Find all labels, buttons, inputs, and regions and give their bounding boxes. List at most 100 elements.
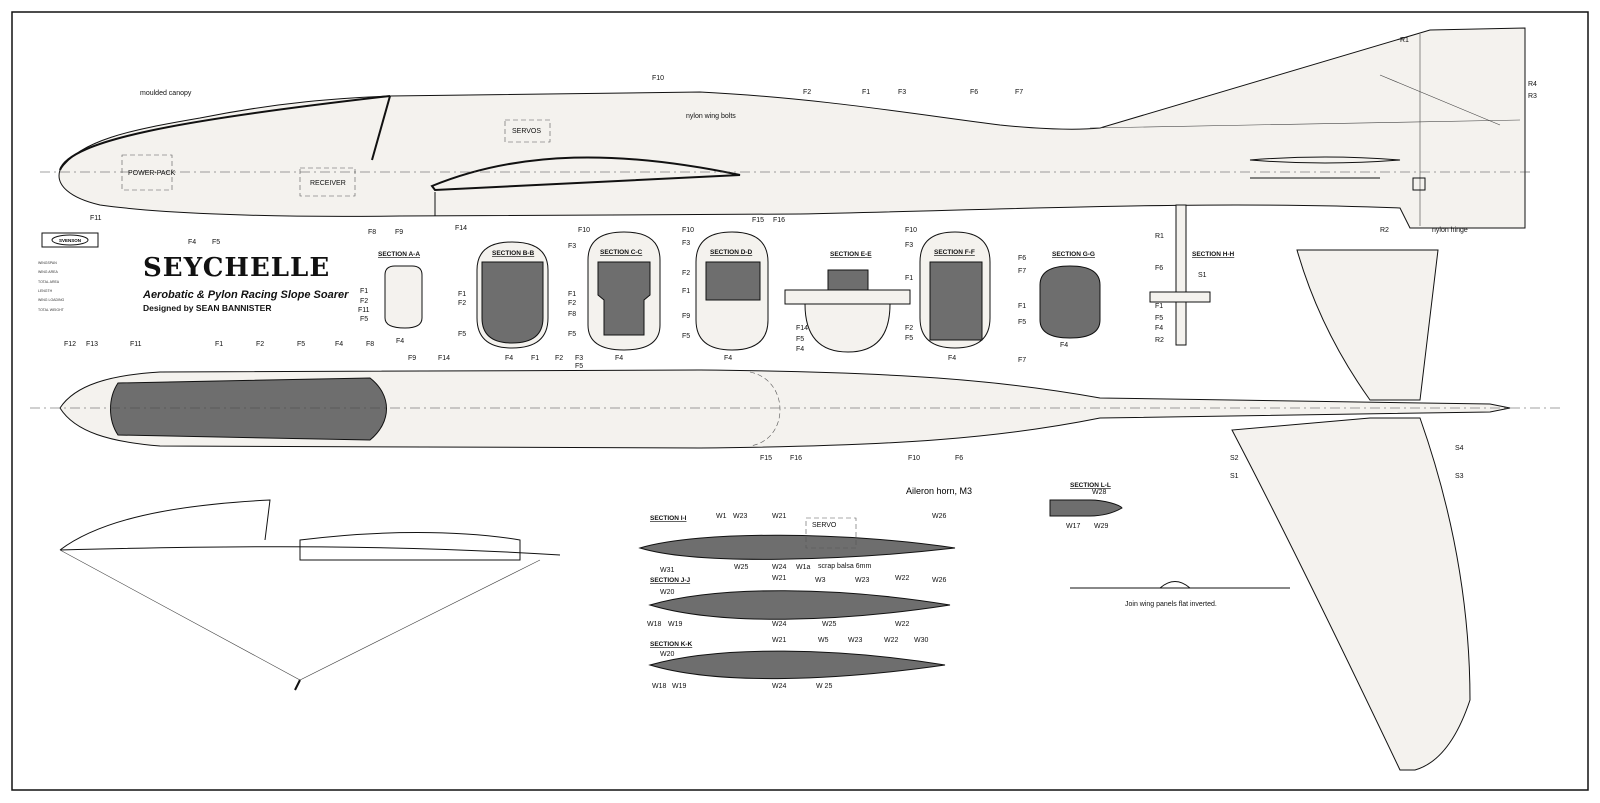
part-label: F5 — [905, 335, 913, 342]
part-label: F2 — [360, 298, 368, 305]
spec-label: WINGSPAN — [38, 261, 57, 265]
part-label: F2 — [256, 341, 264, 348]
part-label: F3 — [568, 243, 576, 250]
note-scrap-balsa: scrap balsa 6mm — [818, 563, 871, 570]
part-label: F1 — [531, 355, 539, 362]
part-label: W18 — [652, 683, 667, 690]
plan-subtitle: Aerobatic & Pylon Racing Slope Soarer — [142, 289, 349, 301]
part-label: W22 — [884, 637, 899, 644]
part-label: W21 — [772, 637, 787, 644]
part-label: F1 — [1018, 303, 1026, 310]
part-label: R2 — [1380, 227, 1389, 234]
fuselage-side-view: moulded canopy nylon wing bolts SERVOS P… — [40, 27, 1537, 246]
part-label: F11 — [130, 341, 142, 348]
note-receiver: RECEIVER — [310, 180, 346, 187]
section-part-labels: F1 F2 F11 F5 F4 F1 F2 F5 F4 F10 F3 F1 F2… — [358, 227, 1207, 362]
fuselage-top-view — [30, 369, 1560, 449]
part-label: F4 — [615, 355, 623, 362]
part-label: F6 — [955, 455, 963, 462]
part-label: W23 — [733, 513, 748, 520]
section-b-b: SECTION B-B — [476, 241, 549, 349]
part-label: W26 — [932, 513, 947, 520]
part-label: S1 — [1230, 473, 1239, 480]
part-label: W19 — [668, 621, 683, 628]
spec-label: TOTAL AREA — [38, 280, 60, 284]
title-block: SVENSON WINGSPAN WING AREA TOTAL AREA LE… — [38, 232, 349, 313]
part-label: F9 — [408, 355, 416, 362]
part-label: F2 — [803, 89, 811, 96]
part-label: W24 — [772, 564, 787, 571]
part-label: W26 — [932, 577, 947, 584]
part-label: F14 — [796, 325, 808, 332]
part-label: F4 — [1155, 325, 1163, 332]
wing-part-labels: W1 W23 W21 W26 W31 W25 W24 W1a W22 W20 W… — [647, 489, 1109, 690]
part-label: R2 — [1155, 337, 1164, 344]
part-label: W29 — [1094, 523, 1109, 530]
part-label: F11 — [358, 307, 370, 314]
part-label: F7 — [1015, 89, 1023, 96]
part-label: F1 — [905, 275, 913, 282]
part-label: F10 — [652, 75, 664, 82]
part-label: F1 — [682, 288, 690, 295]
part-label: F5 — [682, 333, 690, 340]
section-h-h: SECTION H-H — [1149, 204, 1235, 346]
section-title: SECTION K-K — [650, 641, 693, 648]
part-label: W 25 — [816, 683, 832, 690]
part-label: F5 — [575, 363, 583, 370]
part-label: F16 — [773, 217, 785, 224]
part-label: R1 — [1400, 37, 1409, 44]
part-label: F3 — [575, 355, 583, 362]
part-label: F8 — [368, 229, 376, 236]
section-f-f: SECTION F-F — [919, 231, 991, 349]
part-label: F7 — [1018, 357, 1026, 364]
part-label: W1a — [796, 564, 811, 571]
part-label: S3 — [1455, 473, 1464, 480]
part-label: F13 — [86, 341, 98, 348]
part-label: W24 — [772, 683, 787, 690]
part-label: W20 — [660, 589, 675, 596]
note-power-pack: POWER-PACK — [128, 170, 176, 177]
part-label: F1 — [862, 89, 870, 96]
part-label: R4 — [1528, 81, 1537, 88]
part-label: R1 — [1155, 233, 1164, 240]
section-title: SECTION D-D — [710, 249, 753, 256]
tailplane: S2 S1 S4 S3 — [1230, 249, 1471, 771]
part-label: F3 — [898, 89, 906, 96]
part-label: F9 — [395, 229, 403, 236]
section-a-a: SECTION A-A — [378, 251, 423, 329]
part-label: W24 — [772, 621, 787, 628]
part-label: F12 — [64, 341, 76, 348]
part-label: W23 — [848, 637, 863, 644]
part-label: F4 — [335, 341, 343, 348]
part-label: F1 — [568, 291, 576, 298]
section-title: SECTION B-B — [492, 250, 535, 257]
part-label: F5 — [458, 331, 466, 338]
part-label: W1 — [716, 513, 727, 520]
part-label: F10 — [682, 227, 694, 234]
part-label: F7 — [1018, 268, 1026, 275]
part-label: F4 — [188, 239, 196, 246]
part-label: W31 — [660, 567, 675, 574]
servo-label: SERVO — [812, 522, 837, 529]
part-label: F16 — [790, 455, 802, 462]
part-label: F4 — [505, 355, 513, 362]
part-label: W18 — [647, 621, 662, 628]
spec-label: TOTAL WEIGHT — [38, 308, 65, 312]
fuselage-sections: SECTION A-A SECTION B-B SECTION C-C SECT… — [378, 204, 1235, 353]
logo: SVENSON — [59, 238, 81, 243]
part-label: F2 — [458, 300, 466, 307]
part-label: W20 — [660, 651, 675, 658]
section-d-d: SECTION D-D — [695, 231, 769, 351]
part-label: F5 — [212, 239, 220, 246]
spec-label: WING LOADING — [38, 298, 65, 302]
part-label: F6 — [1018, 255, 1026, 262]
part-label: W21 — [772, 513, 787, 520]
part-label: F10 — [578, 227, 590, 234]
part-label: W21 — [772, 575, 787, 582]
part-label: S1 — [1198, 272, 1207, 279]
part-label: F5 — [1018, 319, 1026, 326]
canopy-detail — [59, 499, 561, 691]
part-label: F3 — [682, 240, 690, 247]
section-title: SECTION H-H — [1192, 251, 1235, 258]
